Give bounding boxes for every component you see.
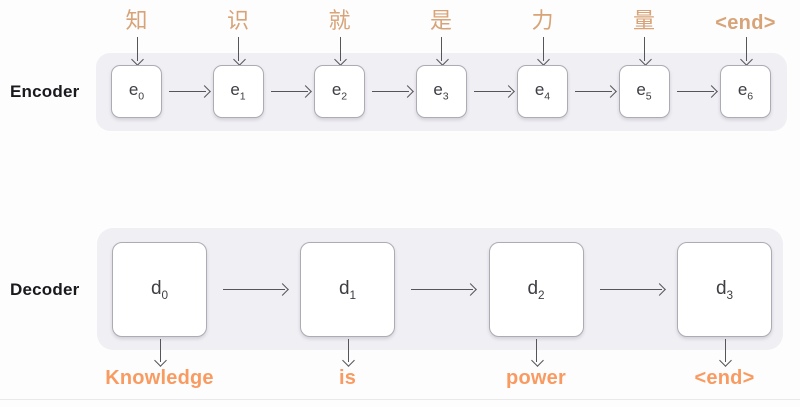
flow-arrow-icon	[169, 90, 206, 92]
encoder-cell-e3: e3	[415, 65, 467, 118]
input-arrow-icon	[238, 37, 239, 61]
flow-arrow-icon	[473, 90, 511, 92]
cell-label: d2	[527, 277, 545, 302]
encoder-label: Encoder	[10, 82, 80, 101]
input-arrow-icon	[339, 37, 341, 61]
cell-label: d0	[150, 277, 169, 302]
encoder-cell-e4: e4	[517, 65, 568, 118]
output-arrow-icon	[536, 339, 537, 362]
output-arrow-icon	[347, 339, 349, 362]
flow-arrow-icon	[676, 90, 714, 92]
decoder-label: Decoder	[10, 280, 80, 299]
decoder-output-word: is	[338, 367, 357, 389]
input-arrow-icon	[745, 37, 747, 61]
flow-arrow-icon	[372, 90, 409, 92]
decoder-cell-d1: d1	[300, 242, 395, 337]
cell-label: e2	[331, 80, 348, 103]
cell-label: d3	[715, 277, 734, 302]
encoder-input-token: 力	[531, 8, 554, 33]
flow-arrow-icon	[410, 288, 473, 290]
flow-arrow-icon	[599, 288, 662, 290]
encoder-input-token: 识	[226, 8, 249, 33]
encoder-cell-e0: e0	[111, 65, 162, 118]
cell-label: e3	[433, 80, 449, 103]
input-arrow-icon	[542, 37, 544, 61]
cell-label: d1	[338, 277, 357, 302]
encoder-input-end-token: <end>	[715, 12, 776, 34]
decoder-output-word: <end>	[694, 367, 755, 389]
cell-label: e1	[230, 80, 246, 103]
flow-arrow-icon	[575, 90, 612, 92]
cell-label: e5	[636, 80, 652, 103]
input-arrow-icon	[441, 37, 442, 61]
input-arrow-icon	[644, 37, 645, 61]
cell-label: e0	[128, 80, 145, 103]
decoder-output-word: power	[506, 367, 566, 389]
bottom-divider	[0, 399, 800, 400]
input-arrow-icon	[136, 37, 138, 61]
flow-arrow-icon	[222, 288, 285, 290]
cell-label: e4	[534, 80, 551, 103]
encoder-cell-e2: e2	[314, 65, 365, 118]
encoder-input-token: 知	[125, 8, 148, 33]
encoder-input-token: 量	[632, 8, 655, 33]
encoder-cell-e1: e1	[212, 65, 264, 118]
encoder-input-token: 就	[328, 8, 351, 33]
decoder-cell-d0: d0	[112, 242, 207, 337]
encoder-cell-e6: e6	[720, 65, 771, 118]
decoder-output-word: Knowledge	[105, 367, 214, 389]
flow-arrow-icon	[270, 90, 308, 92]
output-arrow-icon	[724, 339, 726, 362]
output-arrow-icon	[159, 339, 161, 362]
cell-label: e6	[737, 80, 754, 103]
encoder-cell-e5: e5	[618, 65, 670, 118]
encoder-input-token: 是	[429, 8, 452, 33]
decoder-cell-d3: d3	[677, 242, 772, 337]
decoder-cell-d2: d2	[488, 242, 584, 337]
